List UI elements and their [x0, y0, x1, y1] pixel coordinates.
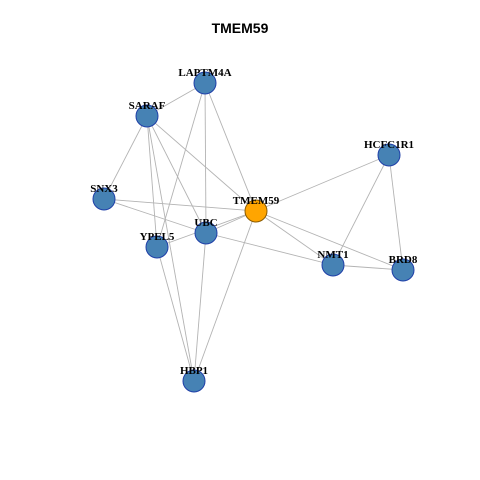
node-label-nmt1: NMT1: [317, 249, 348, 261]
edge-saraf-ubc: [146, 115, 207, 234]
node-label-tmem59: TMEM59: [233, 195, 280, 207]
node-label-laptm4a: LAPTM4A: [178, 67, 231, 79]
nodes-layer: [92, 71, 415, 393]
edge-laptm4a-tmem59: [204, 82, 257, 212]
node-ypel5[interactable]: [145, 235, 169, 259]
node-label-hbp1: HBP1: [180, 365, 208, 377]
node-label-ubc: UBC: [194, 217, 217, 229]
node-brd8[interactable]: [391, 258, 415, 282]
edge-hcfc1r1-nmt1: [332, 154, 390, 266]
node-nmt1[interactable]: [321, 253, 345, 277]
edge-tmem59-brd8: [255, 210, 404, 271]
node-laptm4a[interactable]: [193, 71, 217, 95]
edge-tmem59-nmt1: [255, 210, 334, 266]
node-label-ypel5: YPEL5: [140, 231, 175, 243]
node-label-brd8: BRD8: [389, 254, 418, 266]
edge-ubc-hbp1: [193, 232, 207, 382]
node-saraf[interactable]: [135, 104, 159, 128]
node-hcfc1r1[interactable]: [377, 143, 401, 167]
graph-title: TMEM59: [211, 20, 269, 36]
edge-ubc-nmt1: [205, 232, 334, 266]
edge-hcfc1r1-tmem59: [255, 154, 390, 212]
node-ubc[interactable]: [194, 221, 218, 245]
edge-ypel5-hbp1: [156, 246, 195, 382]
edge-hcfc1r1-brd8: [388, 154, 404, 271]
node-snx3[interactable]: [92, 187, 116, 211]
edge-nmt1-brd8: [332, 264, 404, 271]
edge-snx3-ubc: [103, 198, 207, 234]
edge-saraf-ypel5: [146, 115, 158, 248]
node-label-saraf: SARAF: [129, 100, 166, 112]
edge-laptm4a-ubc: [204, 82, 207, 234]
edges-layer: [103, 82, 404, 382]
edge-saraf-hbp1: [146, 115, 195, 382]
node-hbp1[interactable]: [182, 369, 206, 393]
edge-tmem59-hbp1: [193, 210, 257, 382]
node-label-snx3: SNX3: [90, 183, 118, 195]
edge-snx3-tmem59: [103, 198, 257, 212]
node-tmem59[interactable]: [244, 199, 268, 223]
edge-saraf-tmem59: [146, 115, 257, 212]
node-label-hcfc1r1: HCFC1R1: [364, 139, 414, 151]
edge-saraf-snx3: [103, 115, 148, 200]
